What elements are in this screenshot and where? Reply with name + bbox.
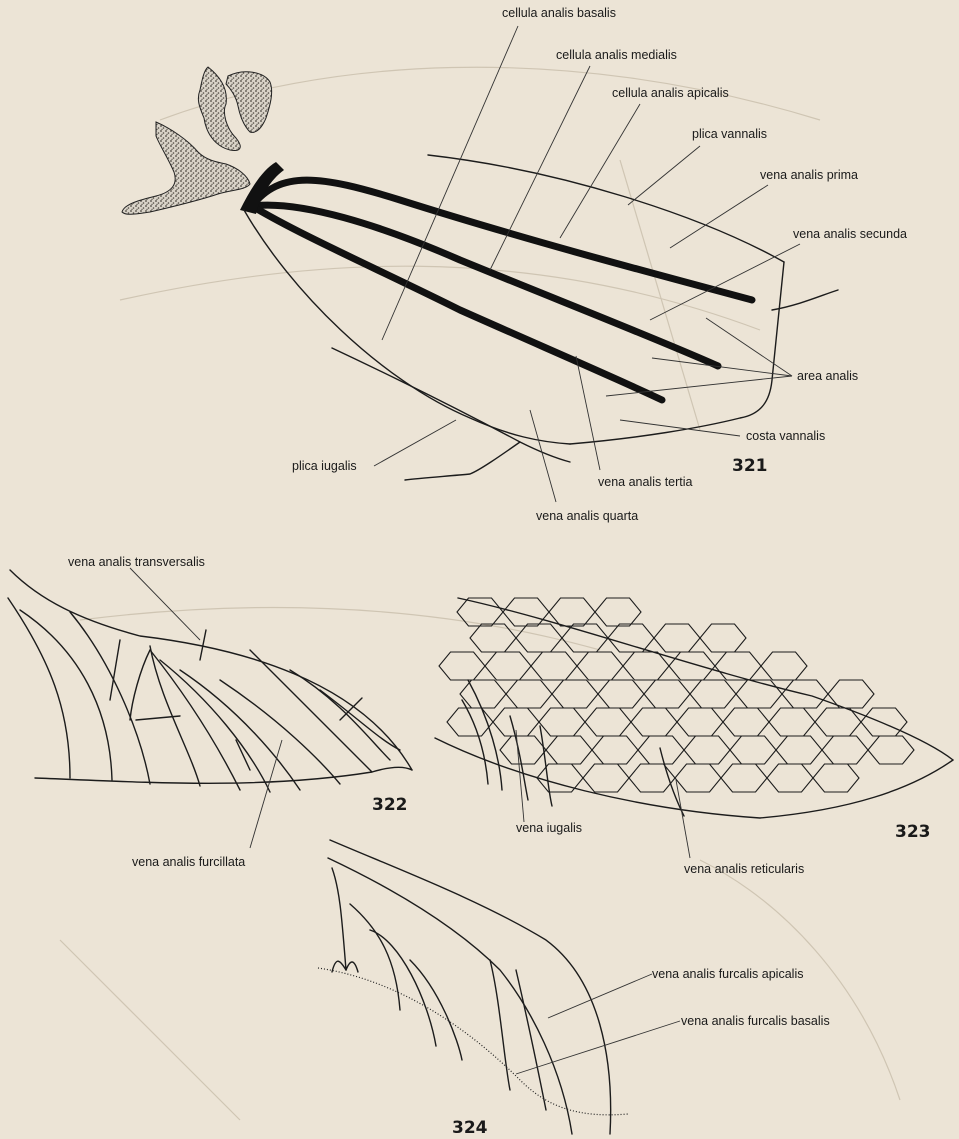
label-vena-analis-tertia: vena analis tertia xyxy=(598,475,693,489)
figure-321: cellula analis basalis cellula analis me… xyxy=(122,6,907,523)
wing-324-veins-outer xyxy=(330,840,611,1134)
reticulate-cell xyxy=(608,624,654,652)
label-vena-analis-prima: vena analis prima xyxy=(760,168,858,182)
label-plica-iugalis: plica iugalis xyxy=(292,459,357,473)
reticulate-cell xyxy=(723,708,769,736)
reticulate-cell xyxy=(595,598,641,626)
label-vena-analis-furcalis-apicalis: vena analis furcalis apicalis xyxy=(652,967,803,981)
reticulate-cell xyxy=(470,624,516,652)
figure-number-323: 323 xyxy=(895,822,931,842)
figure-324: vena analis furcalis apicalis vena anali… xyxy=(318,840,830,1138)
reticulate-cell xyxy=(531,652,577,680)
reticulate-cell xyxy=(585,708,631,736)
label-vena-iugalis: vena iugalis xyxy=(516,821,582,835)
reticulate-cell xyxy=(684,736,730,764)
label-vena-analis-furcalis-basalis: vena analis furcalis basalis xyxy=(681,1014,830,1028)
figure-322: vena analis transversalis vena analis fu… xyxy=(8,555,412,869)
label-vena-analis-reticularis: vena analis reticularis xyxy=(684,862,804,876)
figure-number-322: 322 xyxy=(372,795,408,815)
reticulate-cell xyxy=(623,652,669,680)
wing-apex-extension xyxy=(772,290,838,310)
wing-324-posterior-margin xyxy=(318,968,628,1115)
reticulate-cell xyxy=(592,736,638,764)
reticulate-cell xyxy=(577,652,623,680)
figure-number-324: 324 xyxy=(452,1118,488,1138)
label-cellula-analis-apicalis: cellula analis apicalis xyxy=(612,86,729,100)
wing-324-veins-inner xyxy=(328,858,572,1134)
label-costa-vannalis: costa vannalis xyxy=(746,429,825,443)
figure-number-321: 321 xyxy=(732,456,768,476)
wing-322-posterior-margin xyxy=(35,767,412,783)
reticulate-cell xyxy=(598,680,644,708)
reticulate-cell xyxy=(730,736,776,764)
plica-iugalis-line xyxy=(332,348,570,462)
reticulate-cell xyxy=(439,652,485,680)
figure-323: vena iugalis vena analis reticularis 323 xyxy=(435,598,953,876)
label-vena-analis-quarta: vena analis quarta xyxy=(536,509,638,523)
reticulate-cell xyxy=(552,680,598,708)
wing-322-anterior-margin xyxy=(10,570,412,770)
reticulate-cell xyxy=(669,652,715,680)
reticulate-cell xyxy=(537,764,583,792)
reticulate-cell xyxy=(631,708,677,736)
vena-analis-prima xyxy=(252,180,752,300)
reticulate-cell xyxy=(644,680,690,708)
reticulate-cell xyxy=(767,764,813,792)
reticulate-cell xyxy=(861,708,907,736)
iugal-lobe-margin xyxy=(405,442,520,480)
reticulate-cell xyxy=(539,708,585,736)
reticulate-cell xyxy=(485,652,531,680)
leader-vena-analis-transversalis xyxy=(130,568,200,640)
label-vena-analis-transversalis: vena analis transversalis xyxy=(68,555,205,569)
wing-323-longitudinal-veins xyxy=(462,680,684,816)
reticulate-cell xyxy=(721,764,767,792)
plica-vannalis-line xyxy=(428,155,784,262)
leader-vena-iugalis xyxy=(516,730,524,822)
wing-323-reticulate-venation xyxy=(439,598,914,792)
reticulate-cell xyxy=(500,736,546,764)
reticulate-cell xyxy=(822,736,868,764)
reticulate-cell xyxy=(813,764,859,792)
reticulate-cell xyxy=(549,598,595,626)
wing-322-veins xyxy=(8,598,400,792)
reticulate-cell xyxy=(460,680,506,708)
reticulate-cell xyxy=(506,680,552,708)
label-area-analis: area analis xyxy=(797,369,858,383)
reticulate-cell xyxy=(546,736,592,764)
label-vena-analis-furcillata: vena analis furcillata xyxy=(132,855,245,869)
leader-vena-analis-furcalis-basalis xyxy=(516,1021,680,1074)
label-cellula-analis-basalis: cellula analis basalis xyxy=(502,6,616,20)
reticulate-cell xyxy=(690,680,736,708)
reticulate-cell xyxy=(677,708,723,736)
reticulate-cell xyxy=(447,708,493,736)
reticulate-cell xyxy=(736,680,782,708)
reticulate-cell xyxy=(654,624,700,652)
reticulate-cell xyxy=(583,764,629,792)
reticulate-cell xyxy=(715,652,761,680)
reticulate-cell xyxy=(562,624,608,652)
label-cellula-analis-medialis: cellula analis medialis xyxy=(556,48,677,62)
reticulate-cell xyxy=(675,764,721,792)
reticulate-cell xyxy=(700,624,746,652)
reticulate-cell xyxy=(776,736,822,764)
label-plica-vannalis: plica vannalis xyxy=(692,127,767,141)
reticulate-cell xyxy=(868,736,914,764)
leader-vena-analis-furcalis-apicalis xyxy=(548,974,652,1018)
axillary-sclerite-upper-right xyxy=(226,72,272,133)
label-vena-analis-secunda: vena analis secunda xyxy=(793,227,907,241)
reticulate-cell xyxy=(761,652,807,680)
reticulate-cell xyxy=(769,708,815,736)
leader-vena-analis-furcillata xyxy=(250,740,282,848)
wing-323-posterior-margin xyxy=(435,738,953,818)
reticulate-cell xyxy=(503,598,549,626)
vena-analis-quarta xyxy=(244,210,570,444)
